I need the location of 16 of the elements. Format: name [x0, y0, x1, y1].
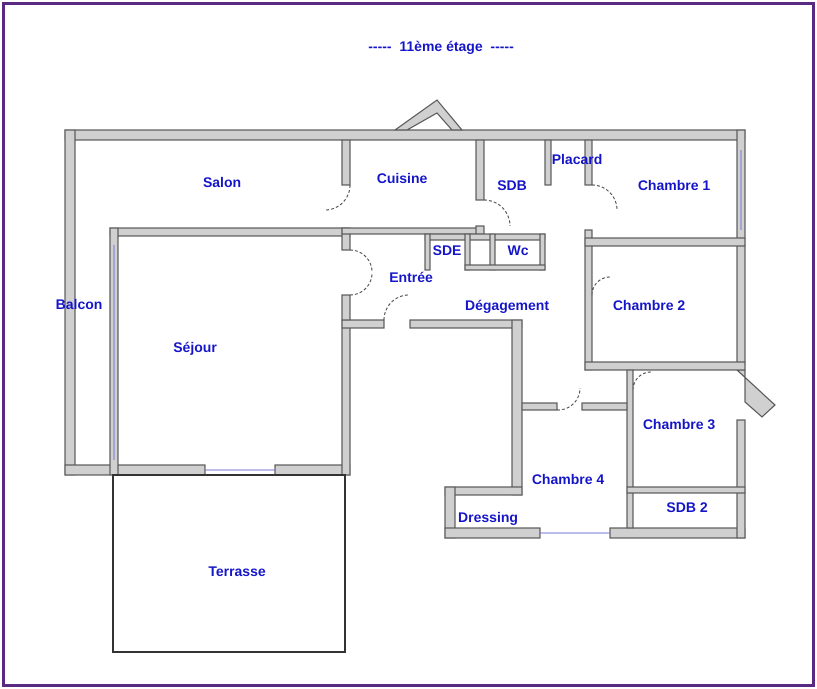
room-label: Salon — [202, 174, 242, 190]
room-label: Dressing — [458, 509, 518, 525]
room-label: SDE — [432, 242, 462, 258]
room-label: Entrée — [389, 269, 433, 285]
room-label: Chambre 4 — [532, 471, 604, 487]
room-label: Chambre 3 — [642, 416, 716, 432]
floor-title: ----- 11ème étage ----- — [368, 38, 514, 54]
room-label: Séjour — [173, 339, 217, 355]
room-label: Wc — [508, 242, 528, 258]
room-label: Dégagement — [464, 297, 550, 313]
room-label: SDB 2 — [666, 499, 708, 515]
room-label: Cuisine — [376, 170, 428, 186]
room-label: Chambre 1 — [638, 177, 710, 193]
room-label: Terrasse — [208, 563, 266, 579]
room-label: SDB — [497, 177, 527, 193]
room-label: Chambre 2 — [612, 297, 686, 313]
